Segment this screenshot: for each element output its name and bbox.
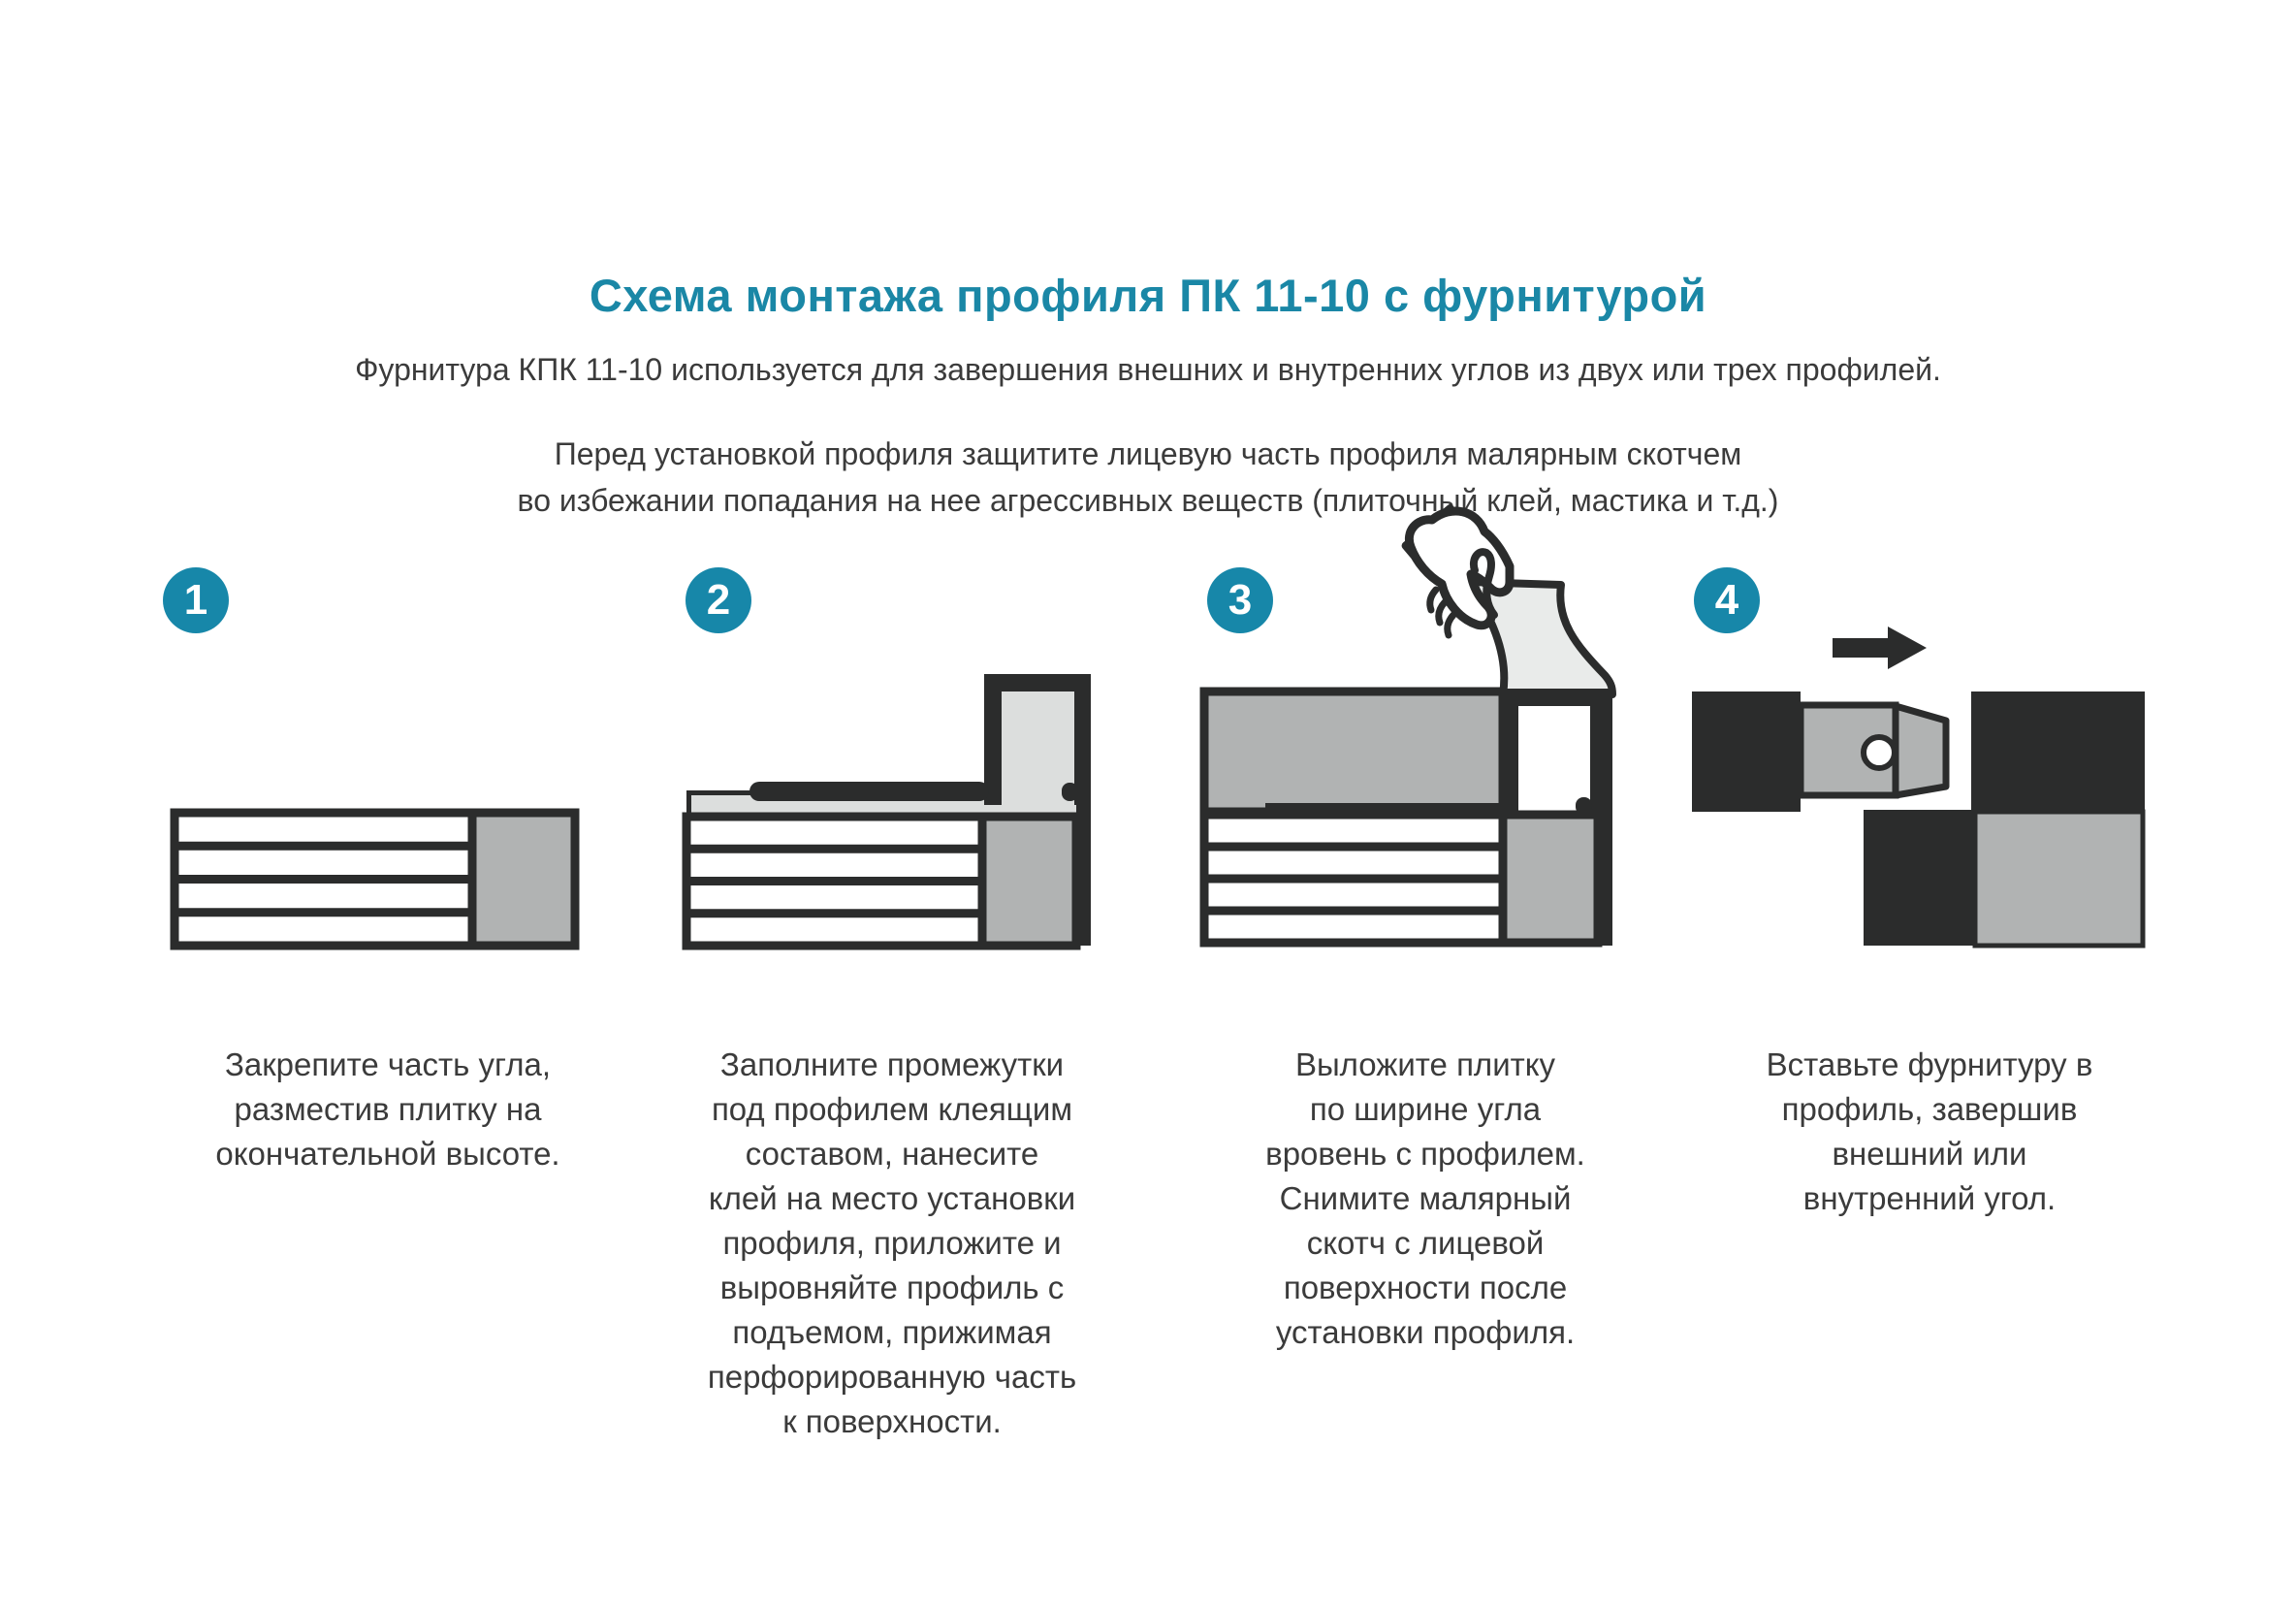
step-2-illustration: [682, 674, 1091, 950]
step-number-badge: 3: [1207, 567, 1273, 633]
tile-stack-icon: [170, 808, 580, 950]
page-title: Схема монтажа профиля ПК 11-10 с фурниту…: [589, 270, 1707, 322]
hand-icon: [1405, 506, 1515, 630]
fitting-nose: [1892, 702, 1950, 799]
step-number-badge: 4: [1694, 567, 1760, 633]
profile-end: [1692, 691, 1801, 812]
top-tile: [1199, 687, 1508, 817]
profile-cross-section: [749, 674, 1091, 817]
step-4: 4 Вставьте фурнитуру в профиль, завершив…: [1673, 485, 2186, 1464]
step-2: 2: [635, 485, 1149, 1464]
step-4-illustration: [1692, 627, 2146, 949]
step-number: 4: [1714, 576, 1739, 624]
thumb-line: [1470, 548, 1498, 619]
step-1-illustration: [170, 808, 580, 950]
step-3: 3: [1168, 485, 1682, 1464]
step-caption: Заполните промежутки под профилем клеящи…: [707, 1046, 1077, 1439]
profile-nub: [1062, 783, 1078, 801]
perforated-flange: [749, 782, 989, 801]
masking-tape: [1465, 578, 1616, 698]
step-number: 1: [183, 576, 208, 624]
corner-fitting-icon: [1797, 701, 1950, 799]
motion-line: [1435, 598, 1449, 627]
step-caption: Закрепите часть угла, разместив плитку н…: [215, 1046, 560, 1172]
arrow-right-icon: [1833, 627, 1927, 669]
step-caption: Вставьте фурнитуру в профиль, завершив в…: [1766, 1046, 2093, 1216]
tile-stack-icon: [682, 812, 1081, 950]
motion-line: [1444, 611, 1457, 639]
dark-tile: [1971, 691, 2145, 810]
subtitle: Фурнитура КПК 11-10 используется для зав…: [355, 352, 1941, 387]
profile-back-wall: [1076, 674, 1091, 946]
dark-tile: [1864, 810, 1975, 946]
steps-row: 1 Закрепите часть угла, разместив плитку…: [0, 485, 2296, 1464]
step-caption: Выложите плитку по ширине угла вровень с…: [1265, 1046, 1585, 1350]
step-number: 3: [1228, 576, 1253, 624]
hand-removing-tape-icon: [1401, 504, 1515, 639]
step-number: 2: [706, 576, 731, 624]
step-3-illustration: [1199, 504, 1616, 948]
fitting-hole: [1861, 734, 1897, 771]
tile-stack-icon: [1199, 810, 1603, 948]
corner-tiles: [1864, 691, 2146, 949]
motion-line: [1426, 586, 1440, 614]
intro-note: Перед установкой профиля защитите лицеву…: [517, 436, 1779, 518]
step-1: 1 Закрепите часть угла, разместив плитку…: [131, 485, 645, 1464]
gray-tile: [1972, 809, 2146, 949]
step-number-badge: 1: [163, 567, 229, 633]
step-number-badge: 2: [686, 567, 751, 633]
